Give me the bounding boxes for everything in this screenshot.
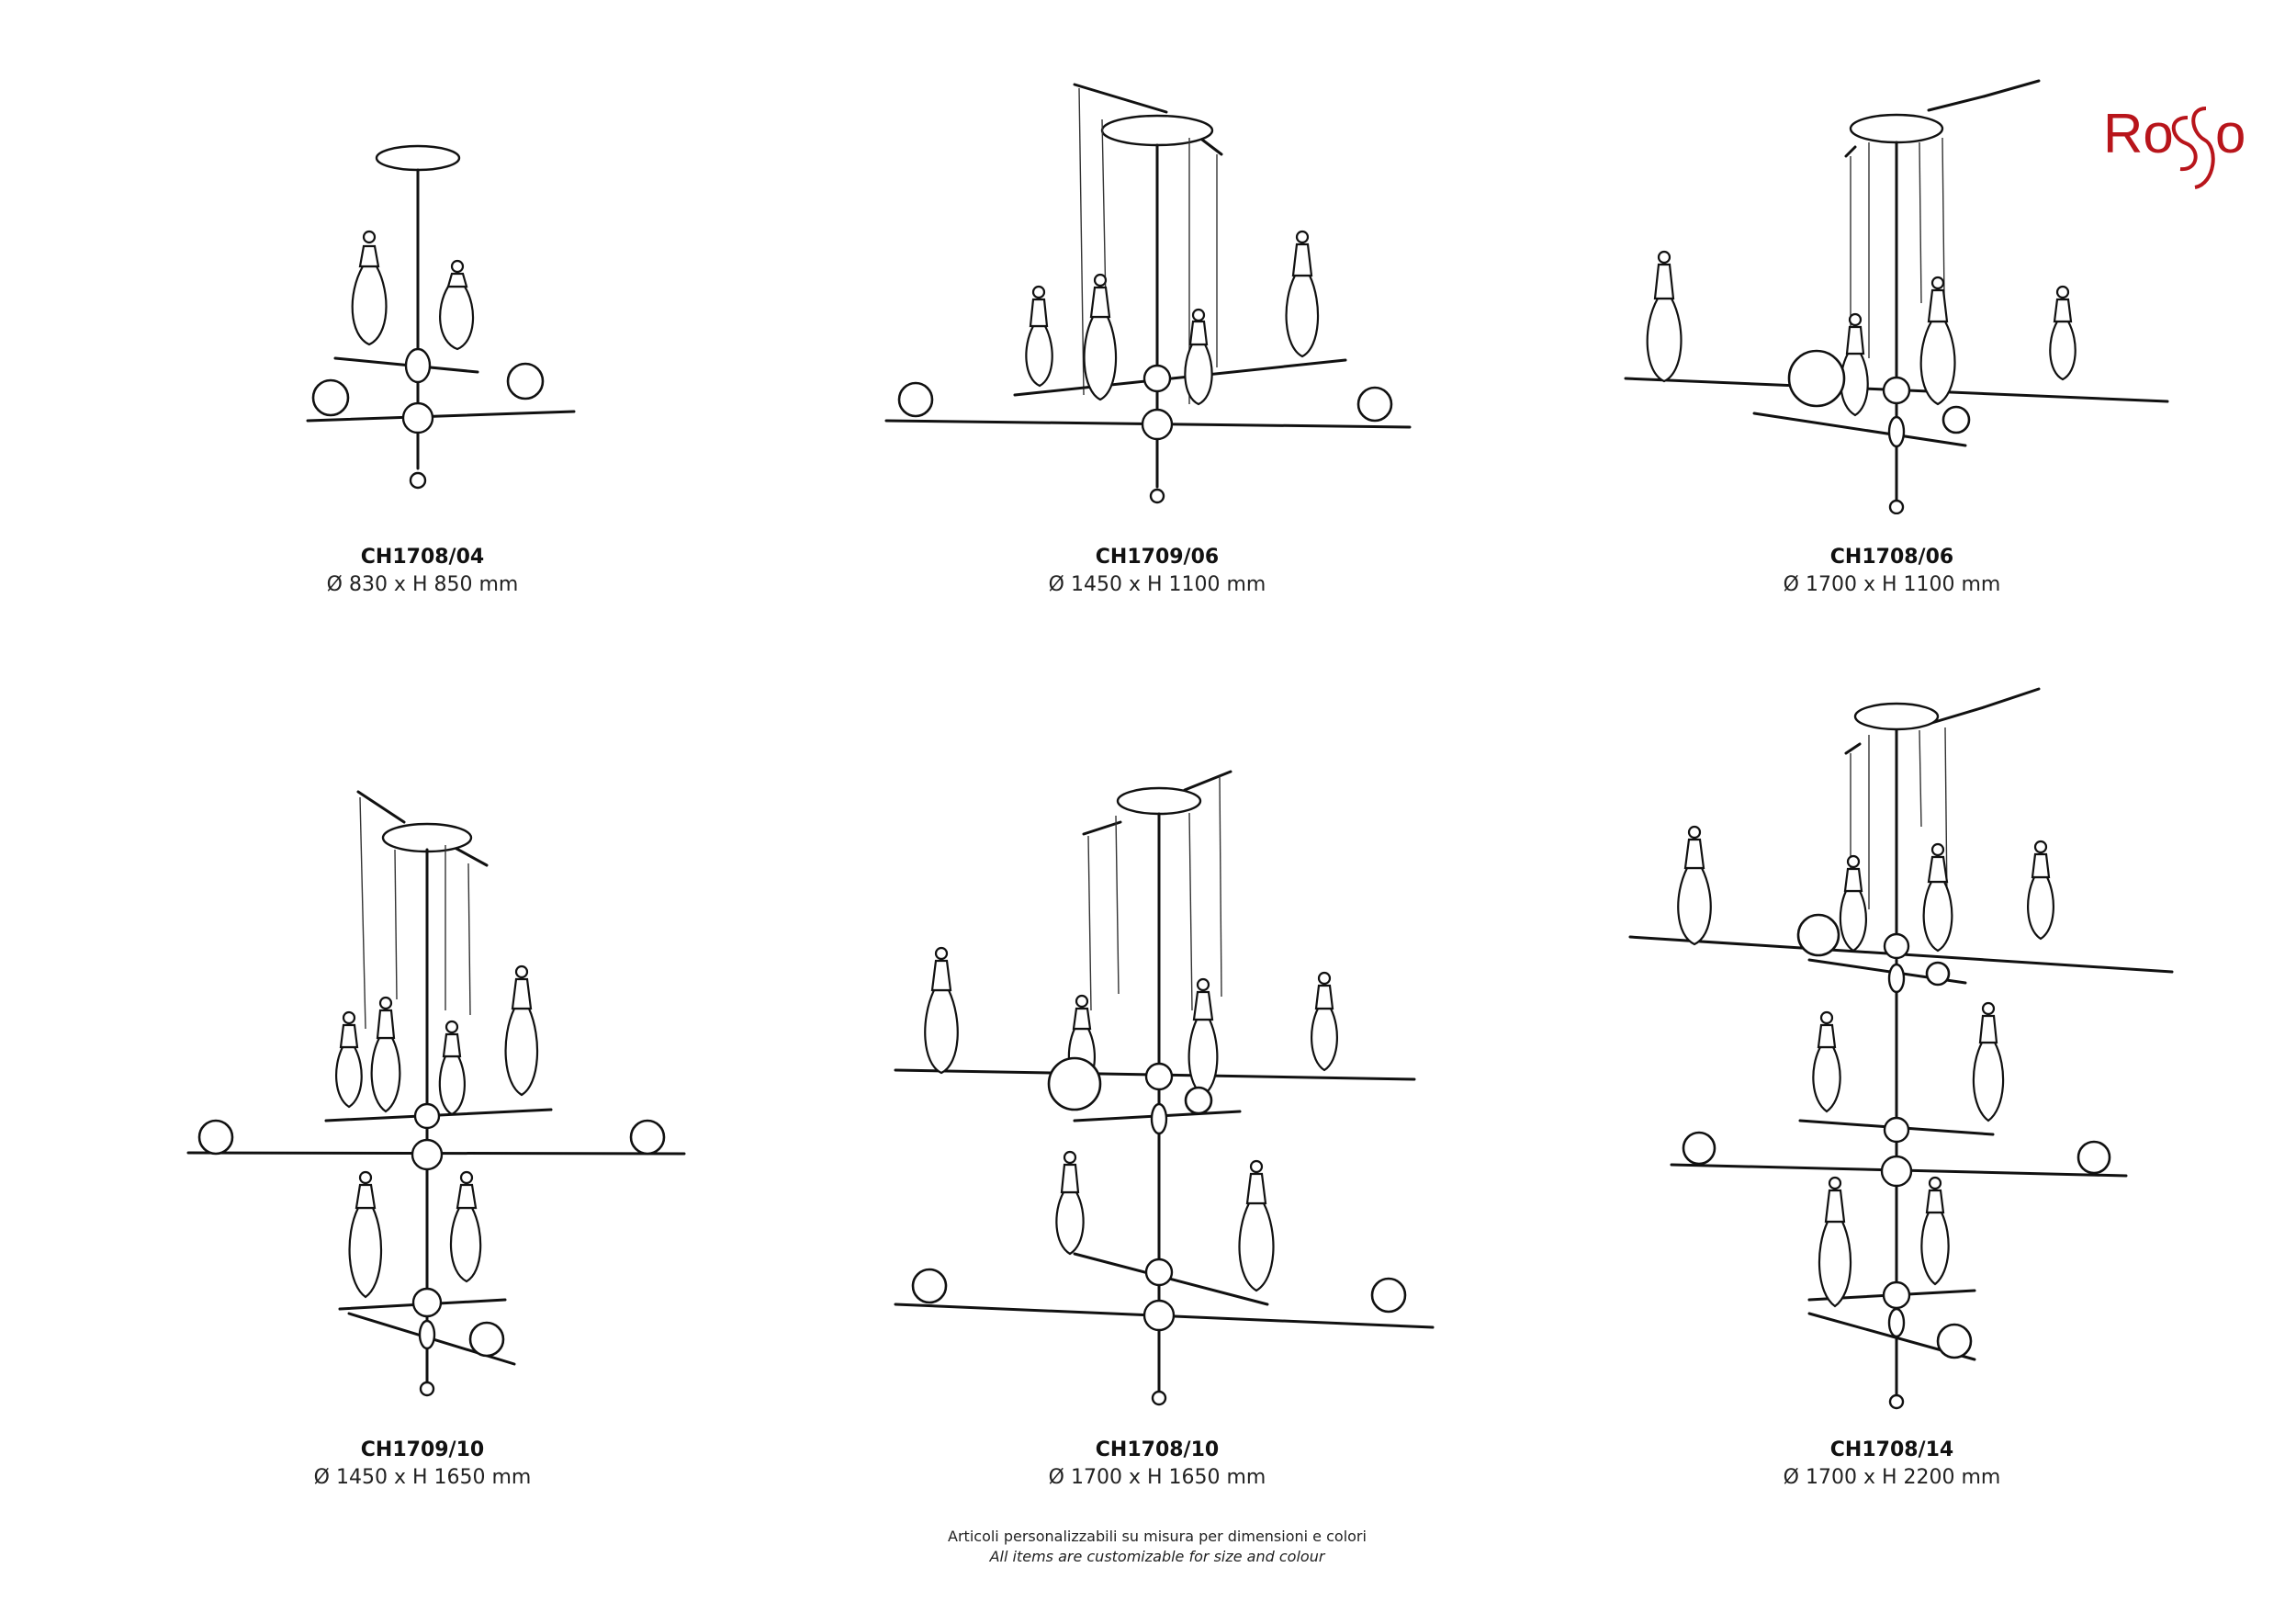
product-card: CH1708/10 Ø 1700 x H 1650 mm [808,753,1506,1525]
product-card: CH1709/10 Ø 1450 x H 1650 mm [73,753,771,1525]
product-dimensions: Ø 1700 x H 1100 mm [1783,573,2001,596]
chandelier-drawing [1628,687,2174,1410]
figure-lamp [1055,1150,1085,1256]
product-code: CH1709/10 [360,1438,485,1461]
product-card: CH1708/04 Ø 830 x H 850 mm [73,0,771,643]
figure-lamp [924,946,959,1075]
figure-lamp [504,964,539,1097]
figure-lamp [1818,1176,1852,1308]
figure-lamp [1311,971,1338,1072]
chandelier-drawing [186,790,686,1397]
product-dimensions: Ø 1450 x H 1650 mm [313,1466,532,1489]
product-dimensions: Ø 1450 x H 1100 mm [1048,573,1266,596]
customization-note: Articoli personalizzabili su misura per … [781,1527,1534,1567]
figure-lamp [2027,840,2054,941]
chandelier-drawing [1624,79,2169,514]
figure-lamp [1919,276,1956,406]
note-italian: Articoli personalizzabili su misura per … [948,1528,1367,1545]
svg-text:o: o [2215,103,2245,164]
product-card: CH1708/14 Ø 1700 x H 2200 mm [1543,661,2241,1525]
figure-lamp [439,259,475,351]
figure-lamp [449,1170,482,1283]
figure-lamp [1187,977,1219,1097]
figure-lamp [1972,1001,2005,1122]
product-dimensions: Ø 1700 x H 2200 mm [1783,1466,2001,1489]
product-dimensions: Ø 1700 x H 1650 mm [1048,1466,1266,1489]
figure-lamp [1677,825,1712,946]
product-code: CH1708/14 [1829,1438,1954,1461]
figure-lamp [1920,1176,1950,1286]
figure-lamp [1025,285,1053,388]
figure-lamp [2049,285,2077,381]
chandelier-drawing [884,83,1412,504]
product-card: CH1709/06 Ø 1450 x H 1100 mm [808,0,1506,643]
figure-lamp [1812,1010,1841,1113]
product-code: CH1708/10 [1095,1438,1220,1461]
figure-lamp [1840,312,1869,417]
chandelier-drawing [894,770,1435,1406]
product-code: CH1708/06 [1829,546,1954,569]
figure-lamp [351,230,388,346]
product-code: CH1708/04 [360,546,485,569]
figure-lamp [370,996,401,1113]
product-code: CH1709/06 [1095,546,1220,569]
figure-lamp [1083,273,1118,401]
chandelier-drawing [306,144,576,490]
rosso-logo-mark: Ro o [2103,103,2245,189]
figure-lamp [1646,250,1683,383]
product-card: CH1708/06 Ø 1700 x H 1100 mm [1543,0,2241,643]
figure-lamp [1839,854,1867,953]
figure-lamp [1285,230,1320,358]
svg-text:Ro: Ro [2103,103,2174,164]
product-dimensions: Ø 830 x H 850 mm [326,573,519,596]
figure-lamp [438,1020,466,1116]
figure-lamp [1184,308,1213,406]
figure-lamp [348,1170,383,1299]
figure-lamp [1922,842,1953,953]
brand-logo: Ro o [2103,96,2268,197]
figure-lamp [335,1010,363,1109]
note-english: All items are customizable for size and … [989,1548,1325,1565]
figure-lamp [1238,1159,1275,1292]
